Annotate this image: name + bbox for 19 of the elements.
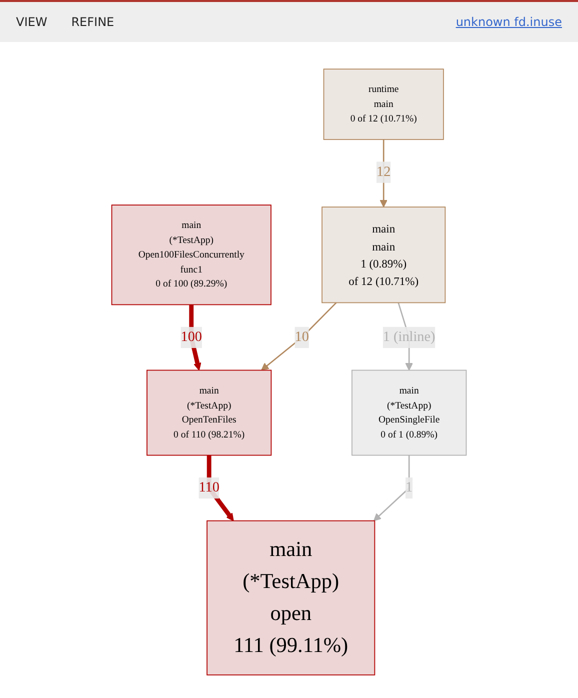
node-box: main (*TestApp) OpenSingleFile 0 of 1 (0.89%)	[351, 370, 467, 456]
menu-item: VIEW	[16, 15, 48, 29]
edge-label: 100	[180, 329, 202, 345]
edge-label: 1 (inline)	[382, 329, 436, 345]
arrow	[373, 455, 410, 522]
node-box: runtime main 0 of 12 (10.71%)	[323, 68, 444, 140]
arrow	[261, 302, 337, 371]
arrow	[380, 140, 388, 208]
menu-item: REFINE	[71, 15, 114, 29]
node-box: main (*TestApp) OpenTenFiles 0 of 110 (98.21%)	[146, 370, 272, 456]
edge-label: 12	[376, 164, 391, 180]
edge-label: 1	[406, 480, 413, 496]
node-box: main (*TestApp) open 111 (99.11%)	[206, 520, 376, 676]
node-box: main (*TestApp) Open100FilesConcurrently func1 0 of 100 (89.29%)	[111, 204, 272, 306]
edge-label: 10	[294, 329, 309, 345]
profile-link: unknown fd.inuse	[456, 15, 562, 29]
node-box: main main 1 (0.89%) of 12 (10.71%)	[322, 206, 446, 304]
arrow	[189, 304, 202, 371]
edge-label: 110	[198, 480, 220, 496]
